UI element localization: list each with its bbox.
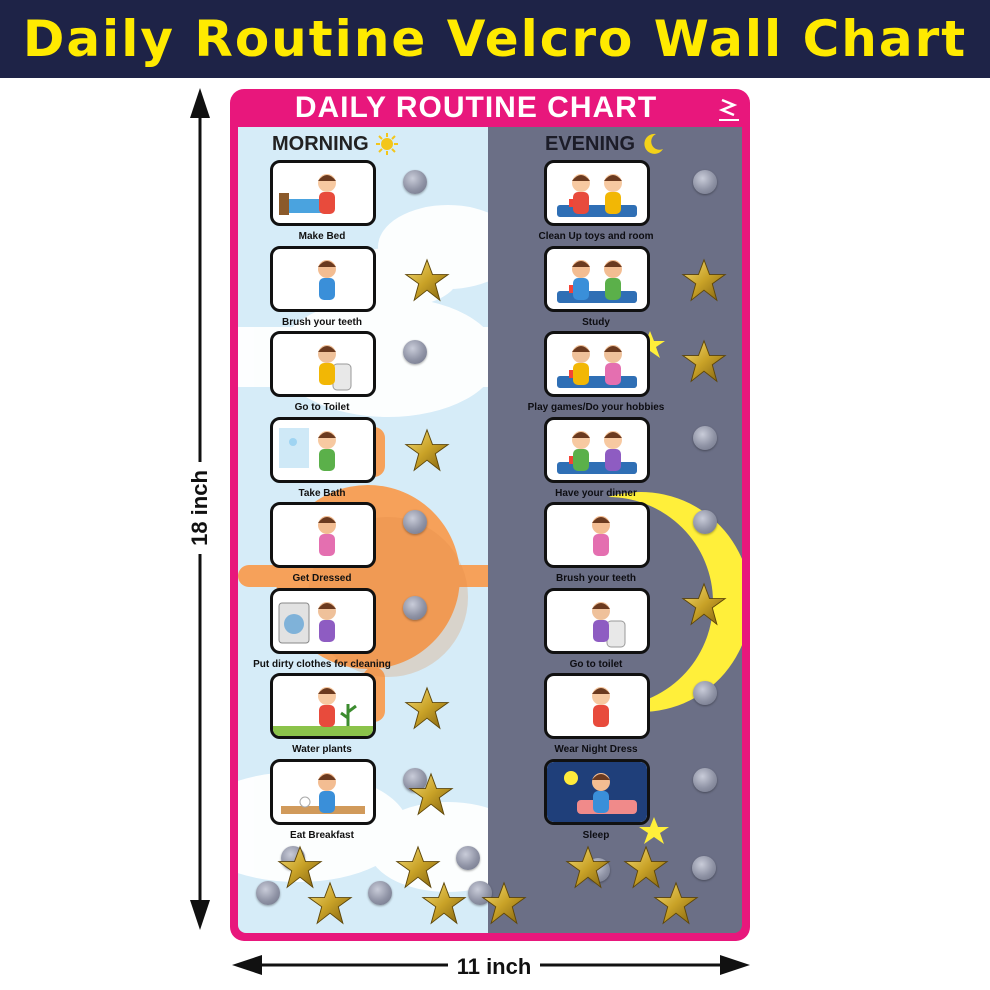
width-dimension-label: 11 inch	[448, 953, 540, 981]
crescent-moon-icon	[644, 133, 664, 154]
reward-star-icon[interactable]	[404, 428, 450, 474]
morning-heading: MORNING	[272, 132, 399, 156]
reward-star-icon[interactable]	[565, 845, 611, 891]
make-bed-illustration	[279, 174, 336, 215]
morning-task-label: Go to Toilet	[294, 402, 350, 413]
morning-task-label: Brush your teeth	[281, 316, 362, 328]
velcro-dot	[256, 881, 280, 905]
reward-star-icon[interactable]	[481, 881, 527, 927]
reward-star-icon[interactable]	[681, 258, 727, 304]
clean-up-illustration	[557, 174, 637, 217]
velcro-dot	[403, 768, 427, 792]
reward-star-icon[interactable]	[404, 686, 450, 732]
morning-task-label: Put dirty clothes for cleaning	[253, 658, 391, 670]
velcro-dot	[456, 846, 480, 870]
reward-star-icon[interactable]	[623, 845, 669, 891]
evening-task-label: Wear Night Dress	[554, 744, 638, 755]
morning-task-card[interactable]	[270, 245, 376, 312]
watering-plants-illustration	[273, 687, 373, 736]
evening-task-card[interactable]	[544, 416, 650, 483]
reward-star-icon[interactable]	[681, 339, 727, 385]
evening-task-label: Brush your teeth	[555, 573, 636, 584]
dressing-illustration	[318, 516, 336, 556]
height-dimension-label: 18 inch	[186, 462, 214, 554]
evening-task-card[interactable]	[544, 245, 650, 312]
toilet-illustration	[318, 345, 352, 391]
bath-illustration	[279, 427, 336, 471]
laundry-illustration	[278, 601, 336, 643]
morning-task-card[interactable]	[270, 673, 376, 739]
evening-task-label: Go to toilet	[569, 658, 623, 670]
velcro-dot	[403, 170, 427, 194]
morning-task-label: Get Dressed	[292, 573, 352, 584]
evening-task-card[interactable]	[544, 160, 650, 226]
reward-star-icon[interactable]	[277, 845, 323, 891]
velcro-dot	[693, 426, 717, 450]
evening-task-label: Clean Up toys and room	[538, 231, 654, 242]
morning-task-card[interactable]	[270, 502, 376, 568]
toilet-illustration	[592, 601, 626, 647]
morning-task-card[interactable]	[270, 331, 376, 397]
dinner-illustration	[557, 430, 637, 474]
evening-task-card[interactable]	[544, 502, 650, 568]
sun-icon	[375, 133, 398, 155]
evening-task-label: Study	[582, 316, 610, 328]
brand-logo-icon	[718, 98, 739, 121]
night-dress-illustration	[592, 687, 610, 727]
top-banner: Daily Routine Velcro Wall Chart	[0, 0, 990, 78]
velcro-dot	[693, 768, 717, 792]
evening-heading: EVENING	[545, 132, 665, 156]
reward-star-icon[interactable]	[395, 845, 441, 891]
moon-illustration	[608, 492, 742, 712]
reward-star-icon[interactable]	[307, 881, 353, 927]
morning-task-label: Eat Breakfast	[290, 829, 354, 841]
morning-task-label: Make Bed	[298, 231, 346, 242]
morning-task-card[interactable]	[270, 160, 376, 226]
velcro-dot	[403, 510, 427, 534]
evening-task-card[interactable]	[544, 331, 650, 397]
evening-task-card[interactable]	[544, 758, 650, 825]
evening-task-label: Play games/Do your hobbies	[527, 402, 665, 413]
reward-star-icon[interactable]	[421, 881, 467, 927]
velcro-dot	[692, 856, 716, 880]
velcro-dot	[693, 510, 717, 534]
morning-task-card[interactable]	[270, 587, 376, 654]
morning-task-label: Take Bath	[298, 487, 346, 499]
brush-teeth-illustration	[592, 516, 610, 556]
velcro-dot	[403, 340, 427, 364]
morning-task-card[interactable]	[270, 416, 376, 483]
reward-star-icon[interactable]	[408, 772, 454, 818]
velcro-dot	[693, 170, 717, 194]
reward-star-icon[interactable]	[681, 582, 727, 628]
evening-task-card[interactable]	[544, 673, 650, 739]
reward-star-icon[interactable]	[404, 258, 450, 304]
brush-teeth-illustration	[318, 259, 336, 300]
study-illustration	[557, 259, 637, 303]
chart-title: DAILY ROUTINE CHART	[294, 91, 658, 124]
evening-task-label: Have your dinner	[555, 487, 637, 499]
evening-task-card[interactable]	[544, 587, 650, 654]
velcro-dot	[403, 596, 427, 620]
sleep-illustration	[547, 761, 647, 822]
evening-task-label: Sleep	[582, 829, 610, 841]
banner-title: Daily Routine Velcro Wall Chart	[22, 10, 968, 68]
breakfast-illustration	[281, 772, 365, 814]
play-games-illustration	[557, 345, 637, 388]
morning-task-card[interactable]	[270, 758, 376, 825]
reward-star-icon[interactable]	[653, 881, 699, 927]
morning-task-label: Water plants	[292, 744, 352, 755]
velcro-dot	[693, 681, 717, 705]
velcro-dot	[368, 881, 392, 905]
